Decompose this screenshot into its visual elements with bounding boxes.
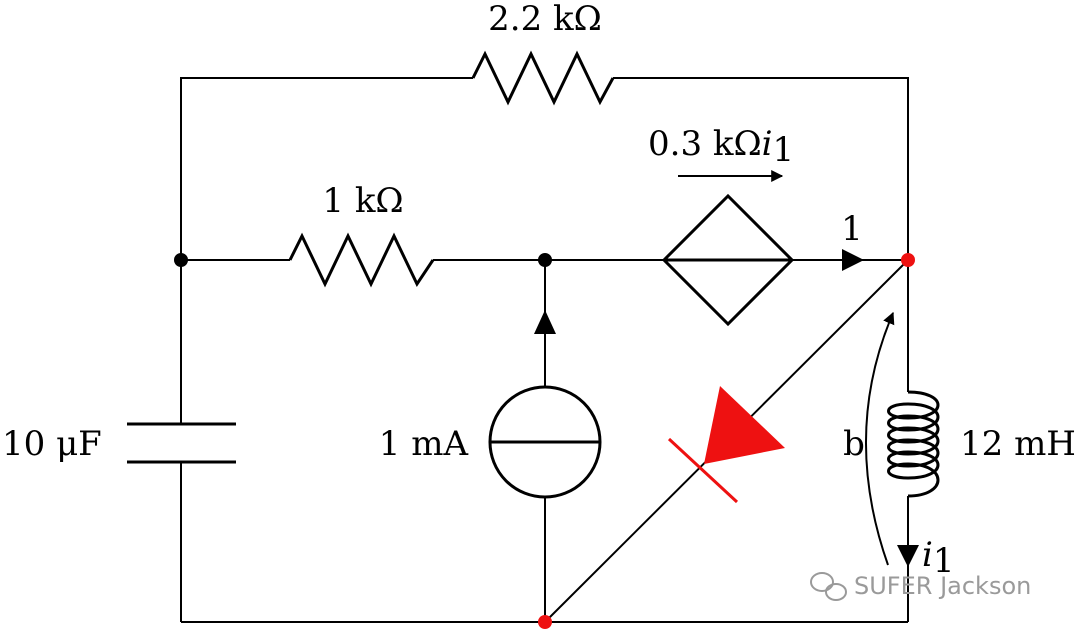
current-arrow-cs (534, 310, 556, 334)
label-dep-source: 0.3 kΩi1 (648, 124, 794, 170)
label-capacitor: 10 μF (2, 424, 102, 464)
label-inductor: 12 mH (960, 424, 1076, 464)
diode-bar (667, 437, 739, 504)
label-r-top: 2.2 kΩ (488, 0, 602, 39)
branch-b-arrow (865, 311, 895, 566)
diode-triangle (704, 386, 785, 464)
node-middle (538, 253, 552, 267)
label-r-mid: 1 kΩ (322, 181, 403, 221)
current-arrow-node1 (842, 249, 864, 271)
wire-top (180, 77, 909, 260)
watermark-text: SUFER Jackson (854, 572, 1031, 600)
node-bottom (538, 615, 552, 629)
resistor-2-2k (471, 50, 615, 106)
label-current-source: 1 mA (379, 424, 469, 464)
current-arrow-i1 (897, 545, 919, 567)
label-node-1: 1 (841, 209, 863, 249)
label-i1: i1 (922, 535, 955, 581)
wechat-icon (810, 572, 847, 601)
watermark: SUFER Jackson (810, 572, 1031, 601)
resistor-1k (288, 232, 435, 288)
node-1 (901, 253, 915, 267)
node-left (174, 253, 188, 267)
label-branch-b: b (843, 424, 865, 464)
inductor (887, 390, 940, 498)
